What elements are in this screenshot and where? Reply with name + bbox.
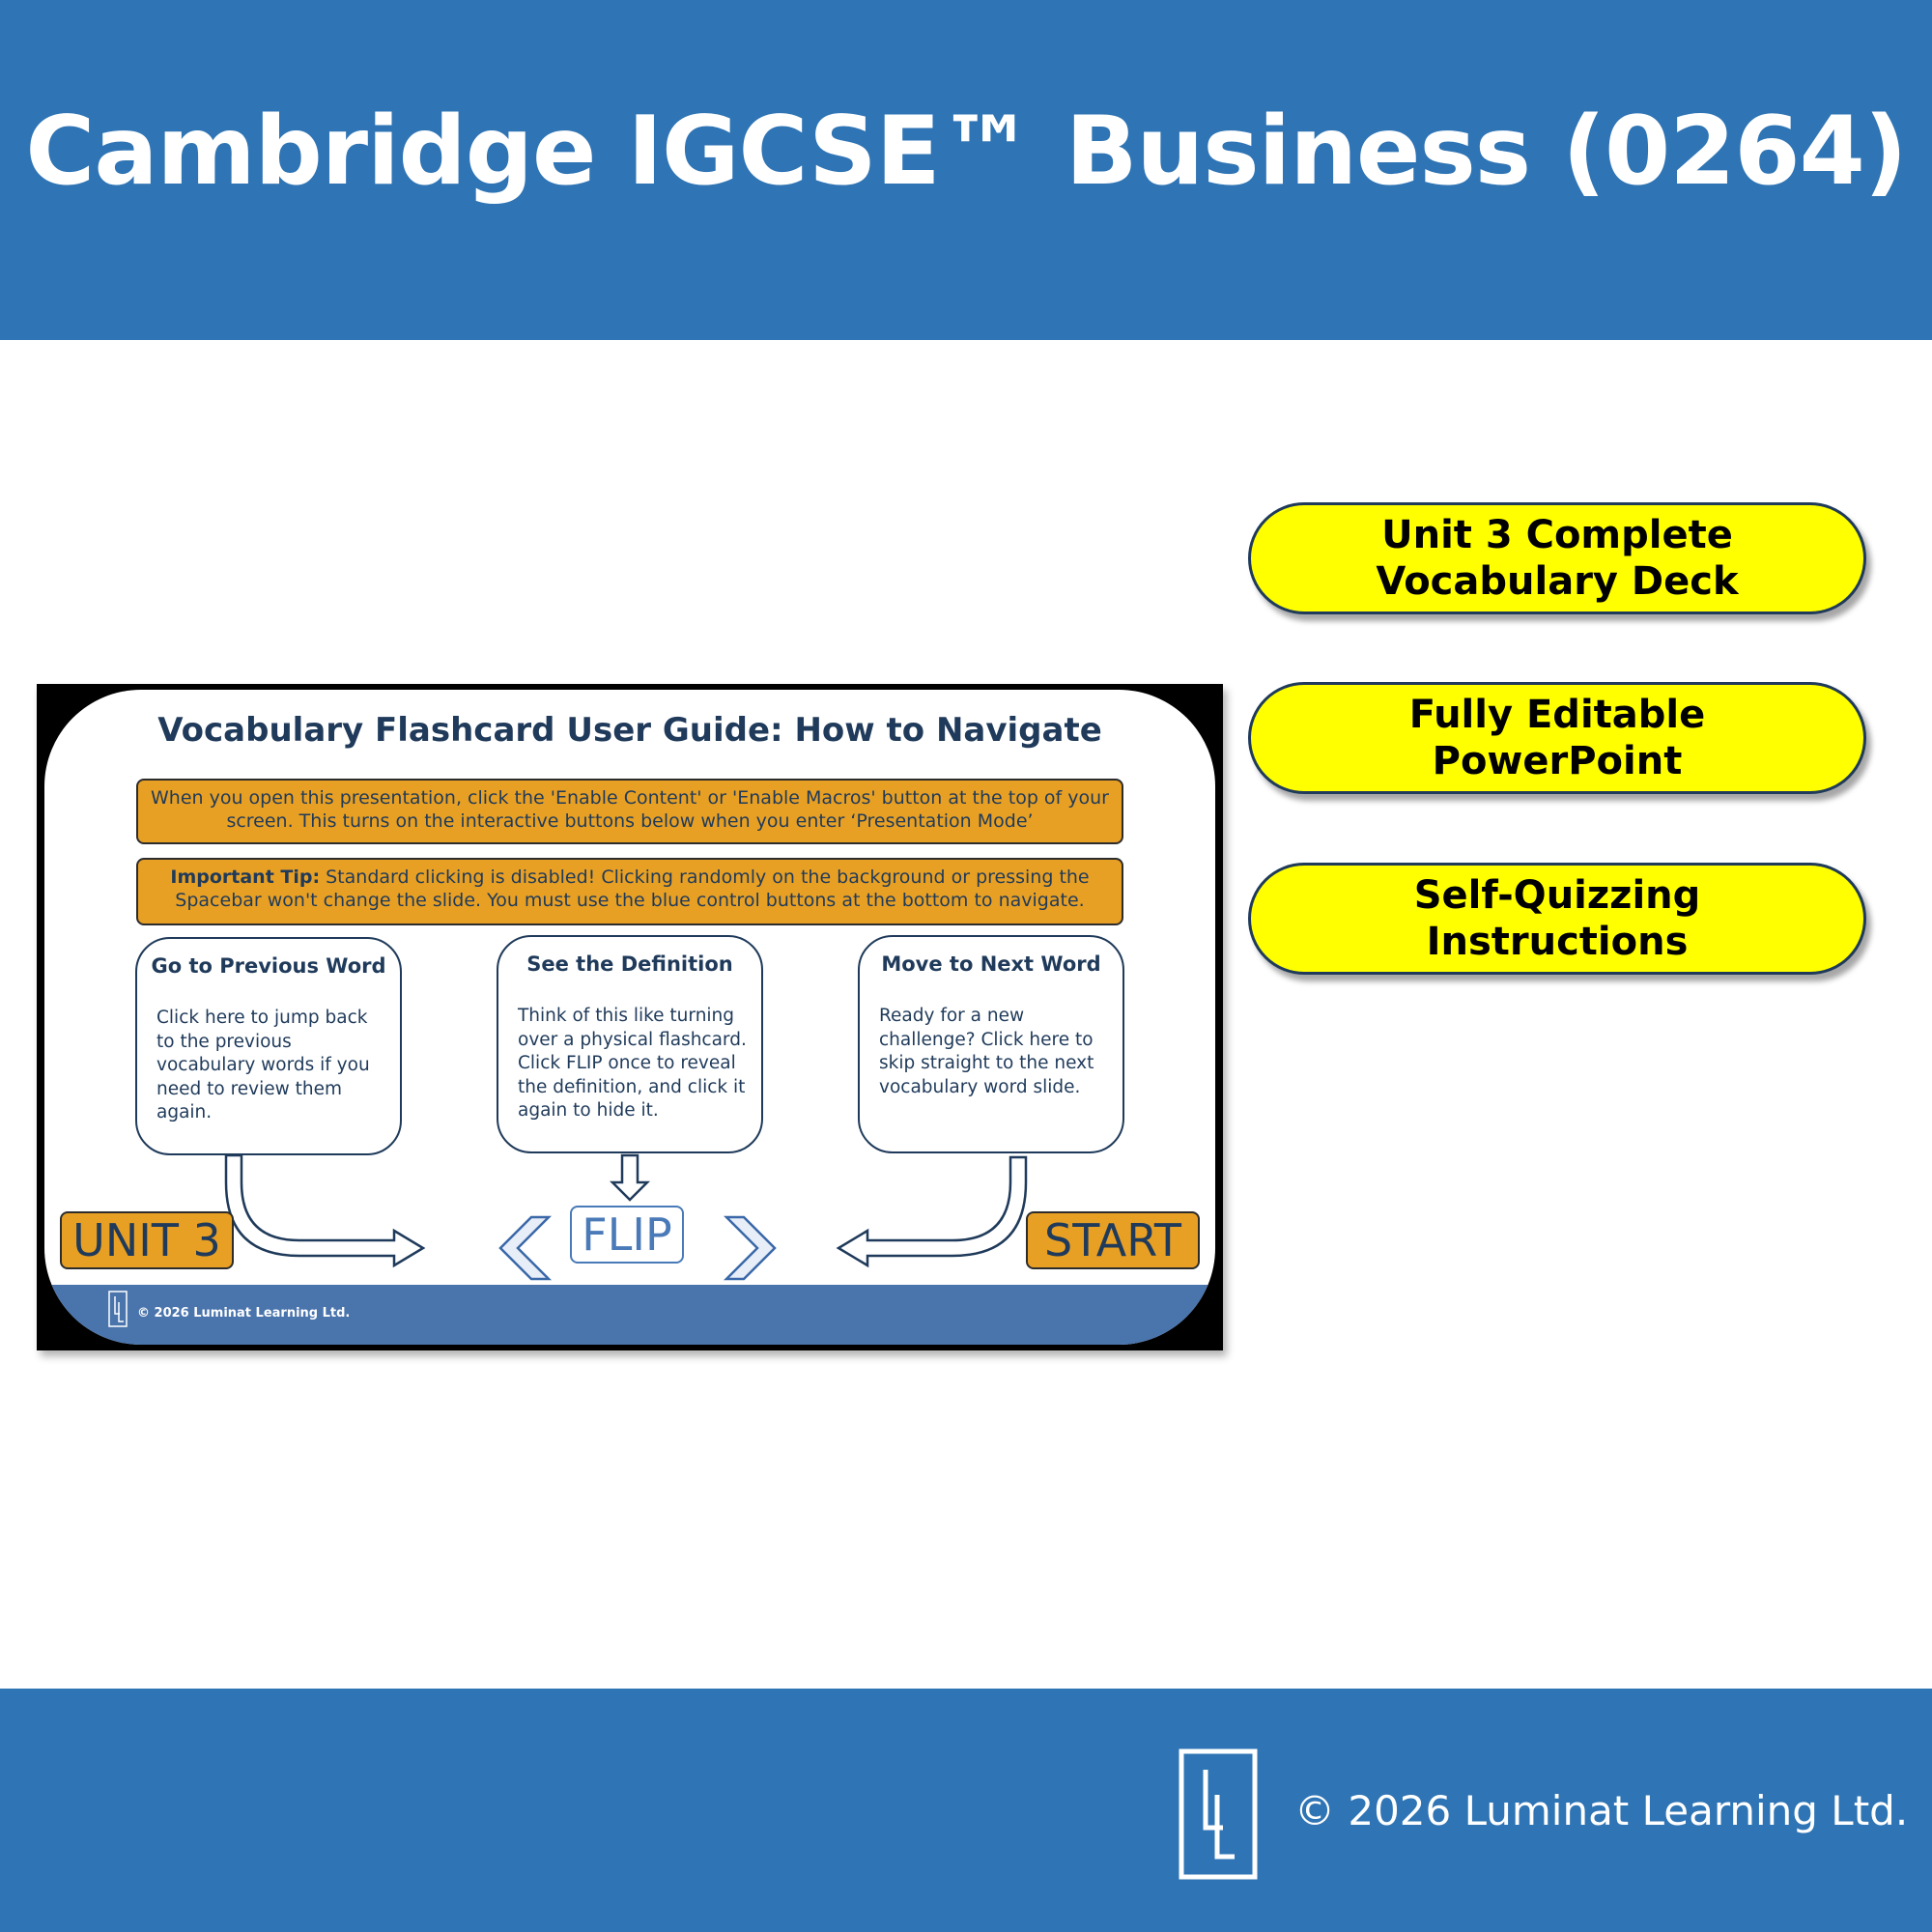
start-button[interactable]: START bbox=[1026, 1211, 1200, 1269]
flow-arrows bbox=[224, 1153, 1028, 1281]
header-band bbox=[0, 0, 1932, 340]
enable-macros-notice: When you open this presentation, click t… bbox=[136, 779, 1123, 844]
feature-badge-line: Fully Editable bbox=[1408, 693, 1706, 737]
card-previous-word: Go to Previous Word Click here to jump b… bbox=[135, 937, 402, 1155]
slide-footer: © 2026 Luminat Learning Ltd. bbox=[44, 1285, 1215, 1345]
tip-label: Important Tip: bbox=[170, 867, 321, 888]
tip-text: Standard clicking is disabled! Clicking … bbox=[175, 867, 1090, 911]
feature-badge-line: Instructions bbox=[1426, 920, 1689, 964]
chevron-left-icon[interactable] bbox=[498, 1215, 553, 1281]
feature-badge-line: Vocabulary Deck bbox=[1376, 559, 1739, 604]
card-title: Move to Next Word bbox=[881, 952, 1101, 976]
unit-3-button[interactable]: UNIT 3 bbox=[60, 1211, 234, 1269]
feature-badge-line: Unit 3 Complete bbox=[1381, 513, 1733, 557]
footer-copyright: © 2026 Luminat Learning Ltd. bbox=[1294, 1787, 1909, 1834]
card-body: Think of this like turning over a physic… bbox=[518, 1006, 747, 1121]
chevron-right-icon[interactable] bbox=[723, 1215, 777, 1281]
card-title: See the Definition bbox=[526, 952, 733, 976]
curved-arrow-right-icon bbox=[224, 1153, 426, 1268]
feature-badge-line: PowerPoint bbox=[1432, 739, 1683, 783]
curved-arrow-left-icon bbox=[836, 1155, 1028, 1268]
footer-band bbox=[0, 1689, 1932, 1932]
flip-button[interactable]: FLIP bbox=[570, 1206, 684, 1264]
card-title: Go to Previous Word bbox=[151, 954, 386, 978]
slide-canvas: Vocabulary Flashcard User Guide: How to … bbox=[44, 690, 1215, 1345]
important-tip-box: Important Tip: Standard clicking is disa… bbox=[136, 858, 1123, 925]
luminat-logo-icon bbox=[108, 1291, 128, 1327]
feature-badge-line: Self-Quizzing bbox=[1413, 873, 1701, 918]
down-arrow-icon bbox=[609, 1153, 651, 1202]
card-body: Ready for a new challenge? Click here to… bbox=[879, 1006, 1094, 1097]
card-next-word: Move to Next Word Ready for a new challe… bbox=[858, 935, 1124, 1153]
luminat-logo-icon bbox=[1179, 1748, 1258, 1880]
card-body: Click here to jump back to the previous … bbox=[156, 1008, 370, 1122]
slide-preview: Vocabulary Flashcard User Guide: How to … bbox=[37, 684, 1223, 1350]
slide-footer-copyright: © 2026 Luminat Learning Ltd. bbox=[137, 1306, 351, 1321]
page-title: Cambridge IGCSE™ Business (0264) bbox=[25, 97, 1907, 207]
card-see-definition: See the Definition Think of this like tu… bbox=[497, 935, 763, 1153]
slide-title: Vocabulary Flashcard User Guide: How to … bbox=[157, 711, 1102, 750]
